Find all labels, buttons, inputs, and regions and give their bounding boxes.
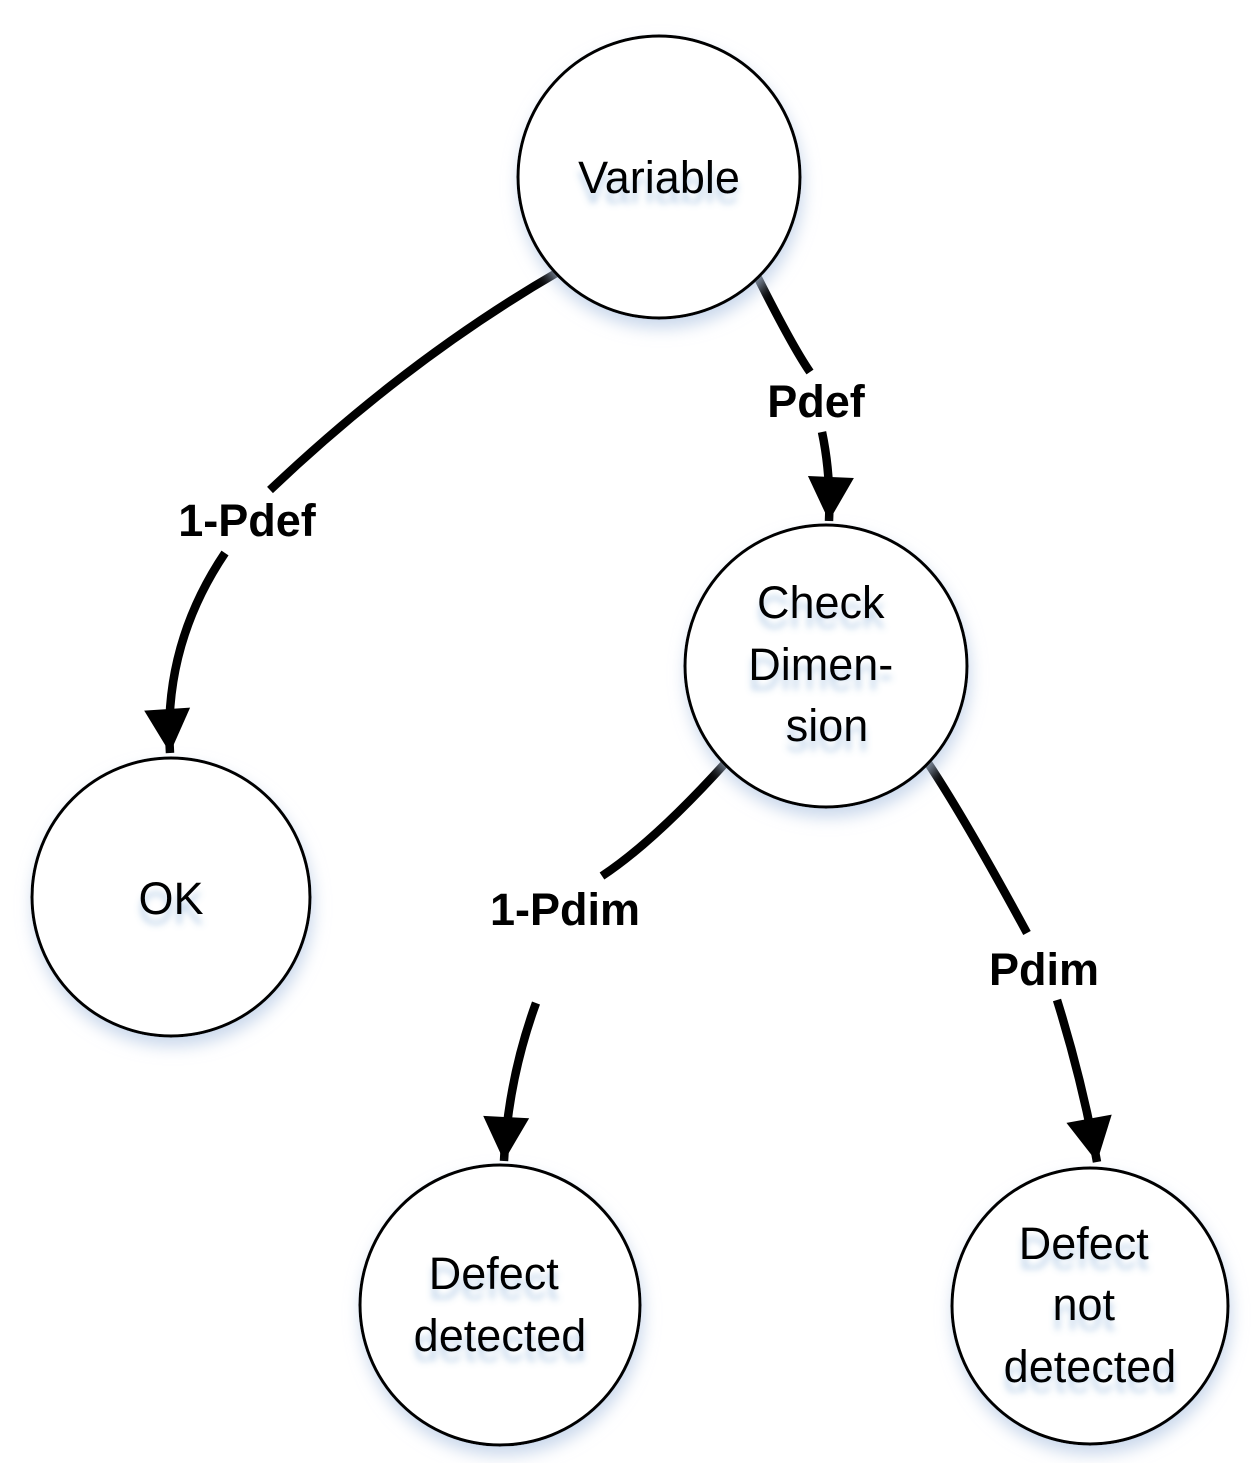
node-variable-circle <box>516 34 802 320</box>
node-defect-not-detected-label: Defect not detected <box>1004 1218 1177 1392</box>
edge-variable-to-ok <box>144 268 561 754</box>
edge-label-1-pdim: 1-Pdim <box>490 884 640 935</box>
node-defect-detected-circle <box>358 1163 642 1447</box>
node-check-dimension-label: Check Dimen- sion <box>748 577 906 751</box>
node-ok: OK <box>30 756 312 1038</box>
node-ok-label: OK <box>138 873 203 924</box>
node-defect-not-detected-circle <box>950 1166 1230 1446</box>
edge-check-to-detected-line-upper <box>599 757 732 880</box>
node-variable: Variable <box>516 34 802 320</box>
node-defect-detected: Defect detected <box>358 1163 642 1447</box>
edge-variable-to-ok-line-upper <box>267 268 561 494</box>
edge-variable-to-check-line-lower <box>807 431 854 522</box>
node-defect-not-detected: Defect not detected <box>950 1166 1230 1446</box>
edge-variable-to-ok-line-lower <box>144 550 229 754</box>
node-check-dimension: Check Dimen- sion <box>683 523 969 809</box>
edge-label-pdef: Pdef <box>767 376 866 427</box>
edge-check-to-not-detected-line-upper <box>922 757 1031 936</box>
edge-check-dimension-to-defect-detected <box>483 757 732 1162</box>
edge-label-pdim: Pdim <box>989 944 1099 995</box>
node-ok-circle <box>30 756 312 1038</box>
node-variable-label: Variable <box>578 152 740 203</box>
edge-variable-to-check-dimension <box>750 268 854 522</box>
edge-check-to-detected-line-lower <box>483 1001 540 1162</box>
edge-check-to-not-detected-line-lower <box>1052 998 1112 1163</box>
node-check-dimension-circle <box>683 523 969 809</box>
node-defect-detected-label: Defect detected <box>414 1248 587 1361</box>
edge-variable-to-check-line-upper <box>750 268 814 375</box>
edge-check-dimension-to-defect-not-detected <box>922 757 1112 1163</box>
edge-label-1-pdef: 1-Pdef <box>178 495 317 546</box>
